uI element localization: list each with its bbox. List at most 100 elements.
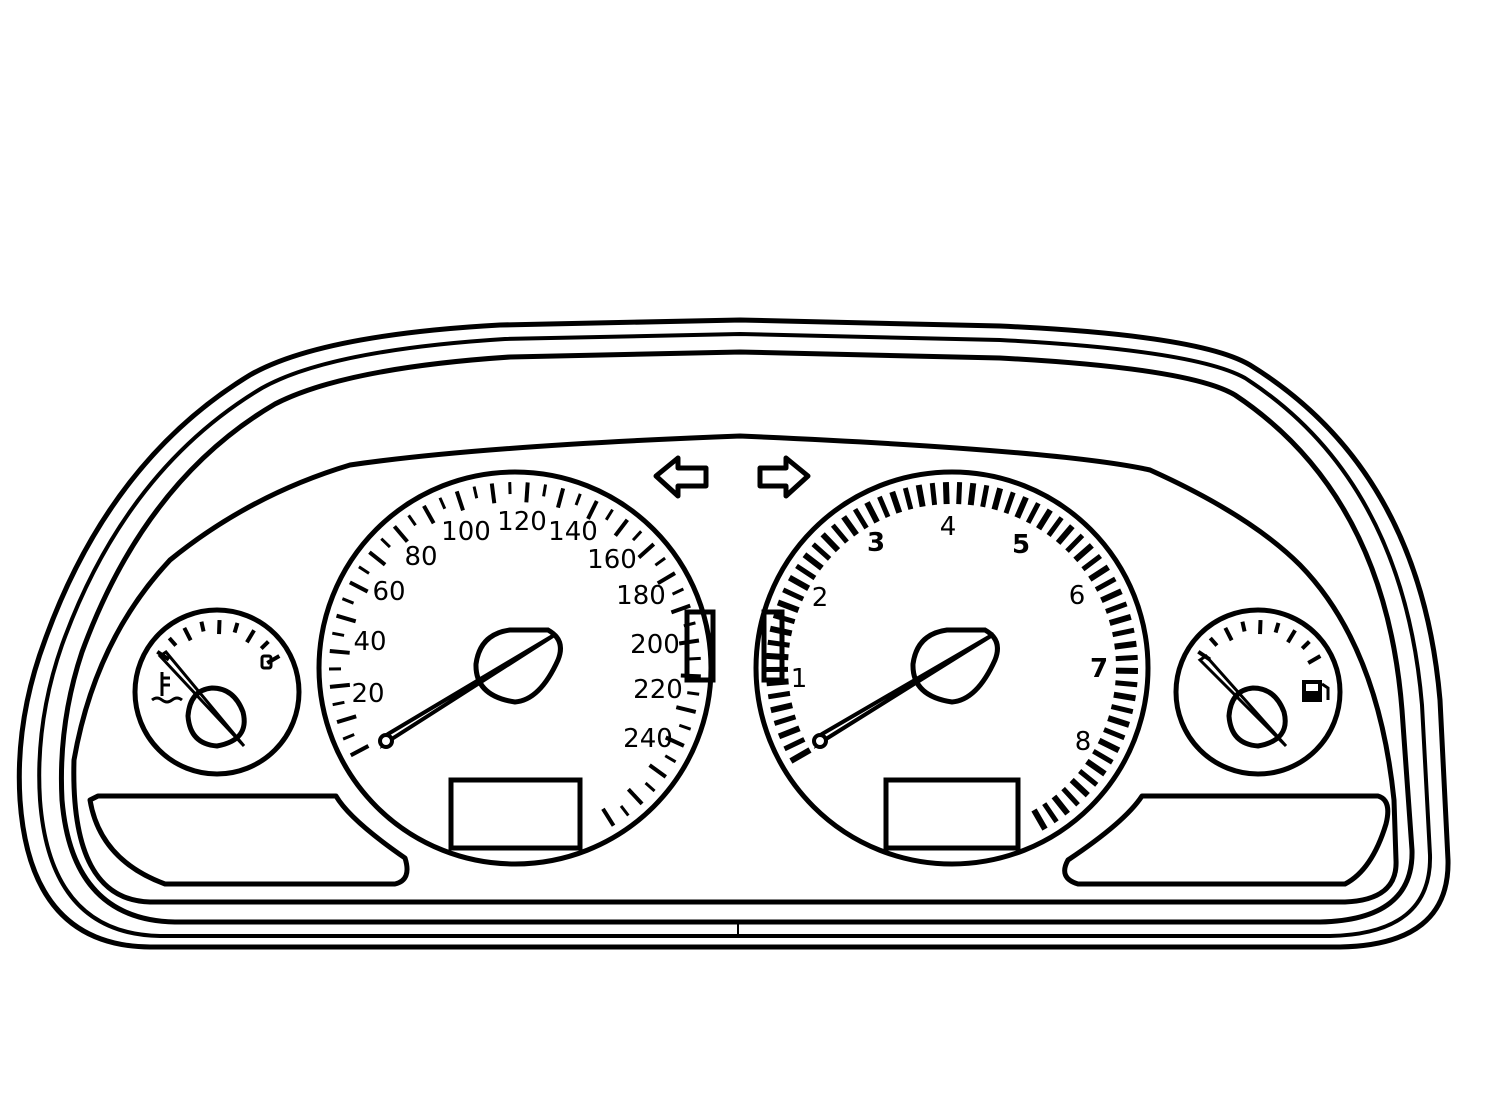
speed-label-120: 120 <box>497 507 547 537</box>
tachometer-tick-13 <box>782 587 805 602</box>
tachometer-tick-5 <box>767 690 791 700</box>
tachometer-tick-19 <box>830 523 849 544</box>
temperature-tick-8 <box>266 654 281 665</box>
rpm-label-7: 7 <box>1090 654 1108 684</box>
tachometer-tick-45 <box>1105 601 1128 614</box>
tachometer-tick-30 <box>967 482 977 506</box>
speedometer-tick-10 <box>348 580 369 594</box>
speedometer-tick-38 <box>680 673 701 679</box>
tachometer-tick-17 <box>811 542 832 561</box>
tachometer-tick-34 <box>1014 496 1029 519</box>
temperature-hot-marker <box>260 654 273 670</box>
speedometer-tick-9 <box>341 597 355 605</box>
speedometer-tick-29 <box>631 530 643 542</box>
speedometer-tick-12 <box>368 550 387 567</box>
speedometer-needle-tip <box>378 733 394 749</box>
speed-label-100: 100 <box>441 517 491 547</box>
tachometer-tick-36 <box>1036 508 1053 531</box>
tachometer-bezel <box>753 469 1151 867</box>
fuel-tick-6 <box>1286 629 1297 644</box>
speedometer-tick-42 <box>664 735 685 748</box>
dial-face-panel <box>71 433 1399 905</box>
temperature-gauge-bezel <box>132 607 302 777</box>
tachometer-tick-44 <box>1100 588 1123 604</box>
odometer-display <box>448 777 583 851</box>
tachometer-tick-20 <box>841 515 859 537</box>
speedometer-tick-13 <box>380 537 391 549</box>
speed-label-60: 60 <box>372 577 405 607</box>
tachometer-tick-27 <box>929 482 938 506</box>
rpm-label-1: 1 <box>791 664 808 694</box>
speedometer-tick-6 <box>329 648 350 655</box>
tachometer-tick-39 <box>1065 533 1085 553</box>
rpm-label-8: 8 <box>1075 727 1092 757</box>
speedometer-side-indicator <box>684 609 716 683</box>
speedometer-tick-31 <box>654 556 666 567</box>
temperature-needle <box>157 650 246 748</box>
tachometer-tick-57 <box>1092 749 1114 765</box>
tachometer-tick-48 <box>1114 640 1137 650</box>
tachometer-tick-47 <box>1112 627 1135 638</box>
tachometer-ticks <box>765 482 1139 831</box>
tachometer-tick-53 <box>1110 704 1134 715</box>
speed-label-180: 180 <box>616 581 666 611</box>
fuel-needle <box>1197 654 1288 748</box>
tachometer-tick-1 <box>783 737 806 752</box>
tachometer-tick-43 <box>1094 576 1117 592</box>
speedometer-tick-48 <box>601 807 616 827</box>
temperature-needle-hub <box>185 685 247 749</box>
tachometer-tick-59 <box>1078 769 1099 787</box>
speedometer-tick-19 <box>472 486 479 499</box>
tachometer-tick-55 <box>1103 727 1126 741</box>
left-info-display <box>87 793 410 887</box>
left-turn-arrow-icon <box>653 455 709 499</box>
speedometer-tick-16 <box>422 504 436 525</box>
speedometer-tick-47 <box>619 805 630 817</box>
speed-label-140: 140 <box>548 517 598 547</box>
temperature-tick-2 <box>182 626 193 642</box>
speedometer-tick-24 <box>556 487 566 509</box>
tachometer-tick-37 <box>1046 516 1064 537</box>
tachometer-tick-29 <box>956 482 963 505</box>
rpm-label-4: 4 <box>940 512 957 542</box>
speedometer-tick-37 <box>688 656 701 661</box>
speedometer-tick-1 <box>342 733 355 741</box>
speedometer-tick-30 <box>637 542 656 559</box>
speed-label-200: 200 <box>630 630 680 660</box>
speedometer-tick-28 <box>613 518 629 537</box>
tachometer-tick-62 <box>1051 794 1070 816</box>
rpm-label-2: 2 <box>812 583 829 613</box>
speedometer-tick-40 <box>675 705 697 714</box>
speedometer-tick-43 <box>664 754 677 764</box>
tachometer-needle-tip <box>812 733 828 749</box>
tachometer-tick-22 <box>864 501 880 524</box>
tachometer-tick-26 <box>915 484 926 508</box>
speedometer-needle <box>379 632 558 750</box>
tachometer-tick-35 <box>1025 502 1041 524</box>
temperature-tick-1 <box>167 636 178 647</box>
tachometer-tick-18 <box>820 532 841 553</box>
tachometer-tick-42 <box>1088 564 1110 582</box>
tachometer-tick-63 <box>1042 802 1059 824</box>
speedometer-tick-11 <box>358 565 370 575</box>
tachometer-tick-38 <box>1055 524 1075 545</box>
right-info-display <box>1062 793 1391 887</box>
tachometer-tick-28 <box>942 482 950 505</box>
fuel-needle-hub <box>1226 685 1288 749</box>
speedometer-ticks <box>328 482 701 827</box>
speedometer-tick-2 <box>336 714 357 725</box>
speedometer-tick-44 <box>648 763 667 779</box>
fuel-tick-5 <box>1273 622 1281 634</box>
speedometer-tick-18 <box>454 490 465 511</box>
speedometer-tick-22 <box>524 482 530 503</box>
tachometer-tick-14 <box>787 575 811 591</box>
temperature-tick-6 <box>245 629 256 644</box>
speedometer-tick-32 <box>656 571 677 586</box>
speedometer-tick-34 <box>670 603 691 615</box>
speedometer-tick-41 <box>678 723 692 731</box>
fuel-tick-8 <box>1307 654 1322 665</box>
right-turn-arrow-icon <box>757 455 811 499</box>
tachometer-tick-4 <box>770 702 793 714</box>
tachometer-tick-46 <box>1108 614 1132 626</box>
